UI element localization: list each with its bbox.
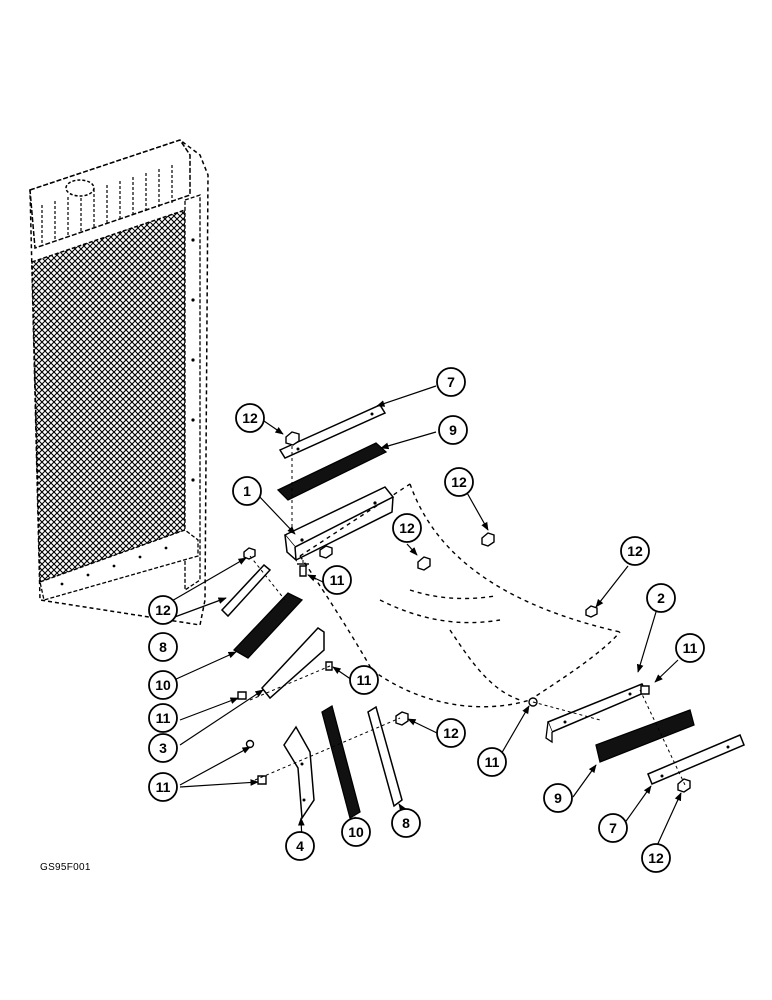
callout-label: 3 — [159, 740, 167, 756]
callout-label: 12 — [451, 474, 467, 490]
part-9-top-seal — [276, 442, 388, 501]
callout-circle — [285, 831, 315, 861]
part-9-right-seal — [595, 709, 695, 763]
callout-circle — [148, 632, 178, 662]
callout-label: 11 — [485, 754, 500, 770]
part-8-bottom-strap — [367, 705, 403, 808]
callout-label: 11 — [683, 640, 698, 656]
hardware — [237, 431, 691, 793]
part-1-bracket — [283, 486, 395, 562]
callout-label: 9 — [449, 422, 457, 438]
part-3-bracket — [261, 627, 325, 700]
callout-12: 12 — [235, 403, 265, 433]
callout-label: 11 — [156, 779, 171, 795]
callout-circle — [675, 633, 705, 663]
callout-label: 10 — [155, 677, 171, 693]
part-2-bracket — [545, 683, 648, 744]
callout-label: 8 — [402, 815, 410, 831]
callout-9: 9 — [543, 783, 573, 813]
callout-circle — [322, 565, 352, 595]
callout-circle — [436, 367, 466, 397]
callout-11: 11 — [675, 633, 705, 663]
callout-label: 2 — [657, 590, 665, 606]
radiator-core — [31, 208, 186, 584]
callout-label: 11 — [156, 710, 171, 726]
callout-circle — [341, 817, 371, 847]
callout-circle — [235, 403, 265, 433]
callout-7: 7 — [436, 367, 466, 397]
fan-shroud — [299, 483, 621, 708]
callout-label: 1 — [243, 483, 251, 499]
callout-label: 12 — [627, 543, 643, 559]
callout-circle — [232, 476, 262, 506]
callout-label: 12 — [399, 520, 415, 536]
callout-label: 7 — [609, 820, 617, 836]
callout-label: 12 — [648, 850, 664, 866]
callout-circle — [543, 783, 573, 813]
callout-circle — [641, 843, 671, 873]
callout-group: 7 12 9 1 12 12 11 12 8 10 11 11 3 11 4 10 8 12 12 2 11 11 9 7 12 — [148, 367, 705, 873]
callout-circle — [148, 733, 178, 763]
callout-1: 1 — [232, 476, 262, 506]
part-8-left-strap — [220, 563, 272, 618]
callout-circle — [148, 772, 178, 802]
callout-circle — [444, 467, 474, 497]
callout-label: 8 — [159, 639, 167, 655]
callout-label: 12 — [443, 725, 459, 741]
part-4-bracket — [283, 725, 315, 821]
radiator — [29, 139, 209, 626]
callout-10: 10 — [341, 817, 371, 847]
callout-10: 10 — [148, 670, 178, 700]
callout-12: 12 — [436, 718, 466, 748]
callout-3: 3 — [148, 733, 178, 763]
callout-circle — [148, 703, 178, 733]
callout-circle — [391, 808, 421, 838]
callout-2: 2 — [646, 583, 676, 613]
callout-label: 4 — [296, 838, 304, 854]
callout-circle — [620, 536, 650, 566]
part-10-left-seal — [232, 592, 304, 659]
callout-label: 11 — [357, 672, 372, 688]
callout-12: 12 — [148, 595, 178, 625]
part-7-right-strap — [647, 734, 745, 785]
callout-11: 11 — [477, 747, 507, 777]
assembly-lines — [249, 446, 686, 786]
leader-lines — [169, 385, 682, 851]
callout-label: 12 — [155, 602, 171, 618]
callout-circle — [438, 415, 468, 445]
callout-circle — [148, 595, 178, 625]
callout-label: 12 — [242, 410, 258, 426]
callout-circle — [436, 718, 466, 748]
callout-label: 7 — [447, 374, 455, 390]
callout-circle — [349, 665, 379, 695]
callout-8: 8 — [148, 632, 178, 662]
callout-circle — [477, 747, 507, 777]
callout-8: 8 — [391, 808, 421, 838]
callout-11: 11 — [322, 565, 352, 595]
callout-11: 11 — [148, 703, 178, 733]
callout-label: 9 — [554, 790, 562, 806]
callout-label: 11 — [330, 572, 345, 588]
callout-12: 12 — [620, 536, 650, 566]
figure-code: GS95F001 — [40, 862, 91, 873]
callout-label: 10 — [348, 824, 364, 840]
callout-circle — [598, 813, 628, 843]
callout-circle — [646, 583, 676, 613]
callout-9: 9 — [438, 415, 468, 445]
callout-4: 4 — [285, 831, 315, 861]
callout-7: 7 — [598, 813, 628, 843]
callout-circle — [392, 513, 422, 543]
callout-circle — [148, 670, 178, 700]
callout-12: 12 — [392, 513, 422, 543]
part-7-top-strap — [278, 404, 387, 459]
callout-12: 12 — [444, 467, 474, 497]
part-10-bottom-seal — [321, 704, 361, 820]
callout-11: 11 — [148, 772, 178, 802]
callout-11: 11 — [349, 665, 379, 695]
callout-12: 12 — [641, 843, 671, 873]
